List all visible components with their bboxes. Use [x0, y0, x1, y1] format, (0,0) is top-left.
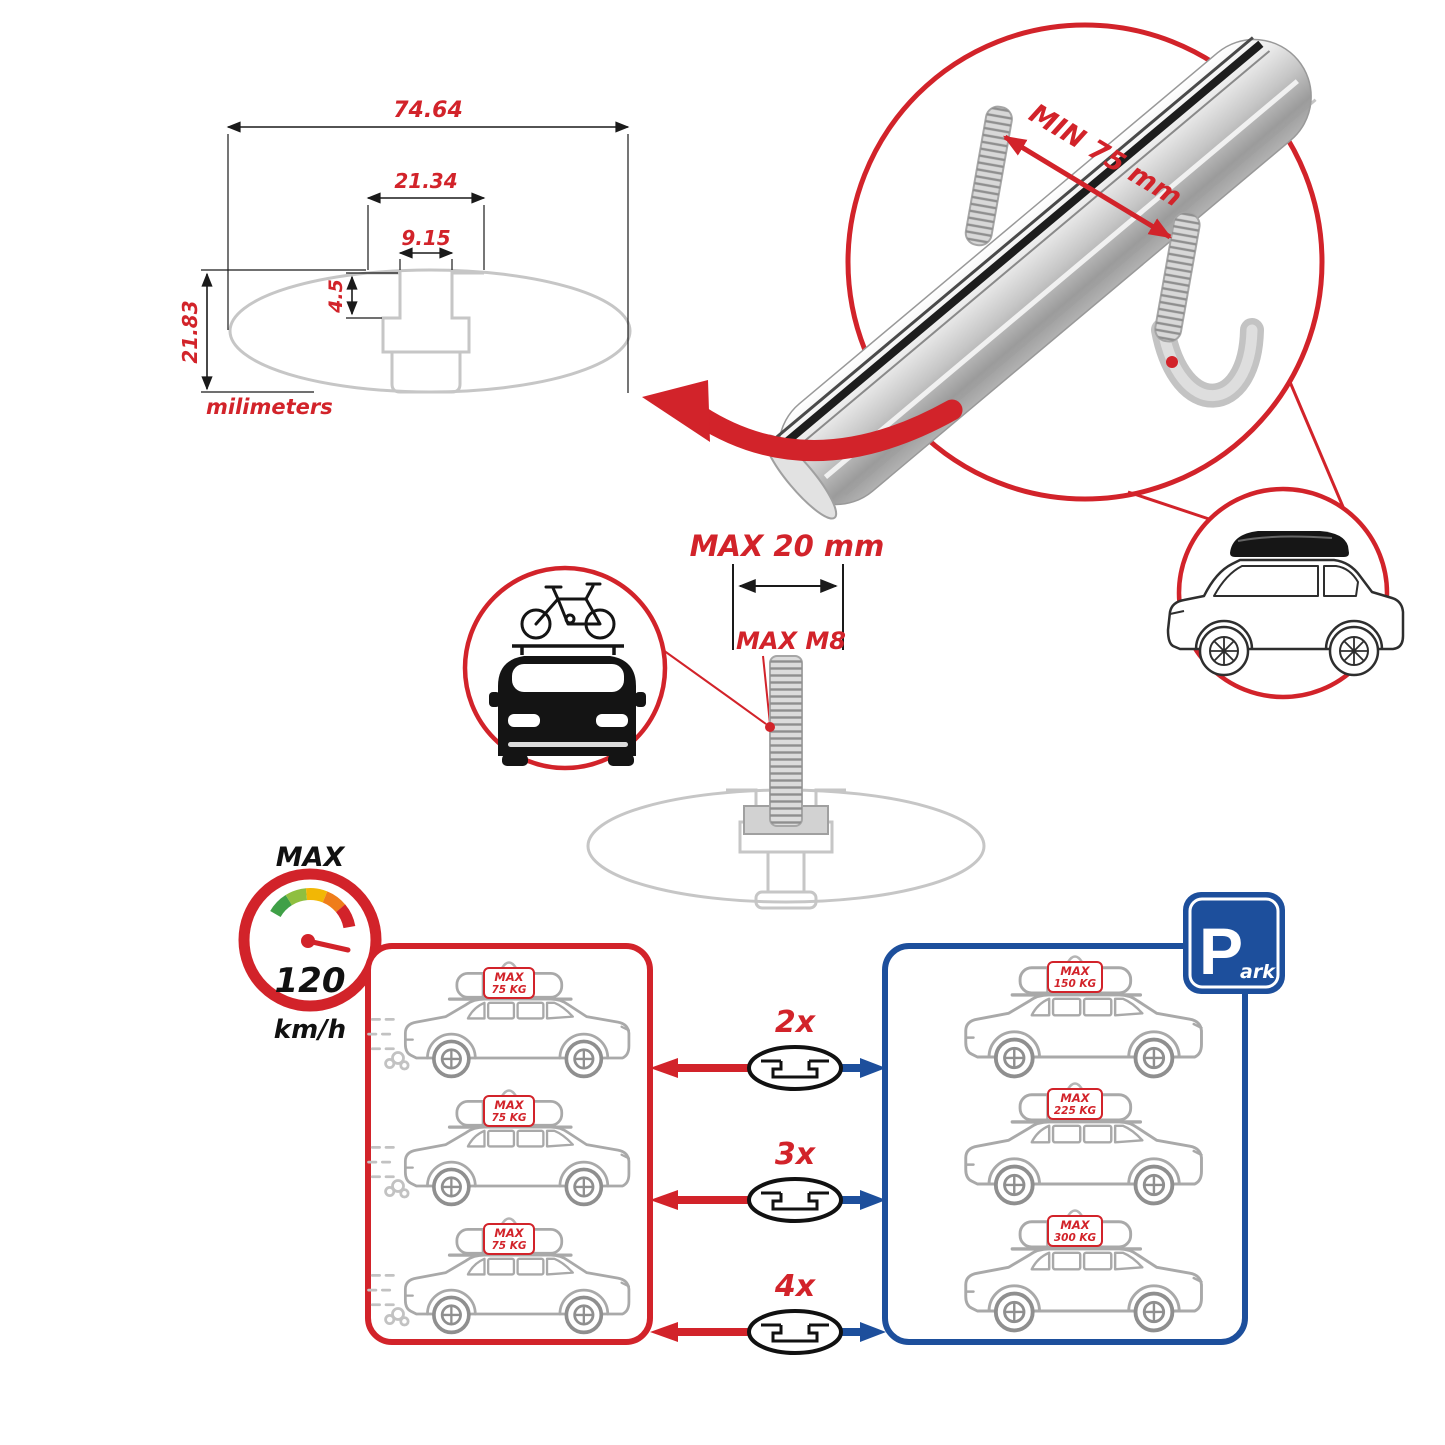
bolt-max-length-label: MAX 20 mm — [690, 529, 885, 563]
bike-icon — [520, 582, 616, 640]
vehicle-roofbox-bubble — [1166, 486, 1405, 700]
bolt-detail-diagram: MAX 20 mm MAX M8 — [586, 529, 986, 910]
bar-count-row-2x — [650, 1047, 886, 1089]
callout-line-2 — [1127, 490, 1210, 521]
parking-letter: P — [1199, 914, 1243, 988]
dim-channel-width: 21.34 — [394, 169, 457, 193]
tag-max-label: MAX — [1060, 1091, 1090, 1105]
car-front-icon — [489, 656, 646, 766]
tag-hook-icon — [500, 961, 518, 969]
pointer-arrow — [642, 380, 963, 462]
ubolt-leg-far — [964, 105, 1013, 247]
parking-suffix: ark — [1240, 961, 1276, 983]
load-tag: MAX 75 KG — [483, 1089, 535, 1127]
suv-side-view — [1166, 558, 1405, 677]
speed-units: km/h — [274, 1015, 346, 1045]
crossbar-profile-outline — [228, 268, 632, 394]
thread-leader-line — [762, 655, 771, 725]
tag-max-label: MAX — [494, 1226, 524, 1240]
bar-count-row-4x — [650, 1311, 886, 1353]
tag-hook-icon — [1066, 1082, 1084, 1090]
speed-value: 120 — [275, 961, 346, 1001]
dim-width-total: 74.64 — [393, 98, 463, 123]
load-tag: MAX 150 KG — [1047, 955, 1103, 993]
parked-panel: MAX 150 KG MAX 225 KG MAX 300 KG P ark — [882, 892, 1285, 1345]
units-label: milimeters — [206, 395, 333, 419]
dim-slot-width: 9.15 — [401, 226, 450, 250]
bolt-shaft — [769, 655, 803, 827]
gauge-hub — [301, 934, 315, 948]
tag-load-value: 75 KG — [491, 1112, 526, 1124]
callout-dot — [1166, 356, 1178, 368]
roof-rack-bar — [512, 644, 624, 655]
bar-count-label-3x: 3x — [775, 1137, 817, 1172]
tag-hook-icon — [1066, 955, 1084, 963]
tag-max-label: MAX — [494, 1098, 524, 1112]
bolt-dimension-lines — [732, 564, 844, 650]
load-tag: MAX 300 KG — [1047, 1209, 1103, 1247]
tag-load-value: 300 KG — [1054, 1232, 1097, 1244]
tag-hook-icon — [500, 1089, 518, 1097]
load-tag: MAX 75 KG — [483, 961, 535, 999]
min-grip-arrow — [1003, 134, 1172, 240]
parking-sign: P ark — [1183, 892, 1285, 994]
tag-load-value: 150 KG — [1054, 978, 1097, 990]
driving-panel: MAX 75 KG MAX 75 KG MAX 75 KG — [365, 943, 653, 1345]
gauge-arc — [270, 888, 356, 929]
bike-rack-bubble — [462, 565, 668, 771]
speed-max-heading: MAX — [276, 842, 346, 873]
load-tag: MAX 75 KG — [483, 1217, 535, 1255]
thread-dot — [765, 722, 775, 732]
callout-line-1 — [1288, 381, 1354, 529]
tag-max-label: MAX — [1060, 1218, 1090, 1232]
tag-load-value: 225 KG — [1054, 1105, 1097, 1117]
tag-hook-icon — [500, 1217, 518, 1225]
tag-hook-icon — [1066, 1209, 1084, 1217]
dim-slot-depth: 4.5 — [325, 279, 347, 314]
bar-count-rows: 2x 3x 4x — [650, 1005, 886, 1353]
bar-count-label-2x: 2x — [775, 1005, 817, 1040]
roofbox-icon — [1230, 531, 1349, 557]
ubolt-leg-near — [1154, 211, 1201, 343]
speed-limit-badge: MAX 120 km/h — [238, 842, 382, 1045]
clamp-detail-bubble: MIN 75 mm — [764, 22, 1354, 529]
load-tag: MAX 225 KG — [1047, 1082, 1103, 1120]
bar-count-row-3x — [650, 1179, 886, 1221]
dimension-lines — [201, 121, 630, 393]
bar-count-label-4x: 4x — [774, 1269, 817, 1304]
dim-height-total: 21.83 — [178, 300, 202, 363]
bubble-leader-line — [662, 649, 767, 725]
tag-load-value: 75 KG — [491, 984, 526, 996]
tag-load-value: 75 KG — [491, 1240, 526, 1252]
aluminum-crossbar — [764, 36, 1317, 520]
tag-max-label: MAX — [1060, 964, 1090, 978]
roofbox-highlight — [1237, 535, 1333, 542]
tag-max-label: MAX — [494, 970, 524, 984]
bolt-max-thread-label: MAX M8 — [736, 627, 846, 655]
crossbar-dimension-drawing: 74.64 21.34 9.15 4.5 21.83 milimeters — [178, 98, 632, 419]
